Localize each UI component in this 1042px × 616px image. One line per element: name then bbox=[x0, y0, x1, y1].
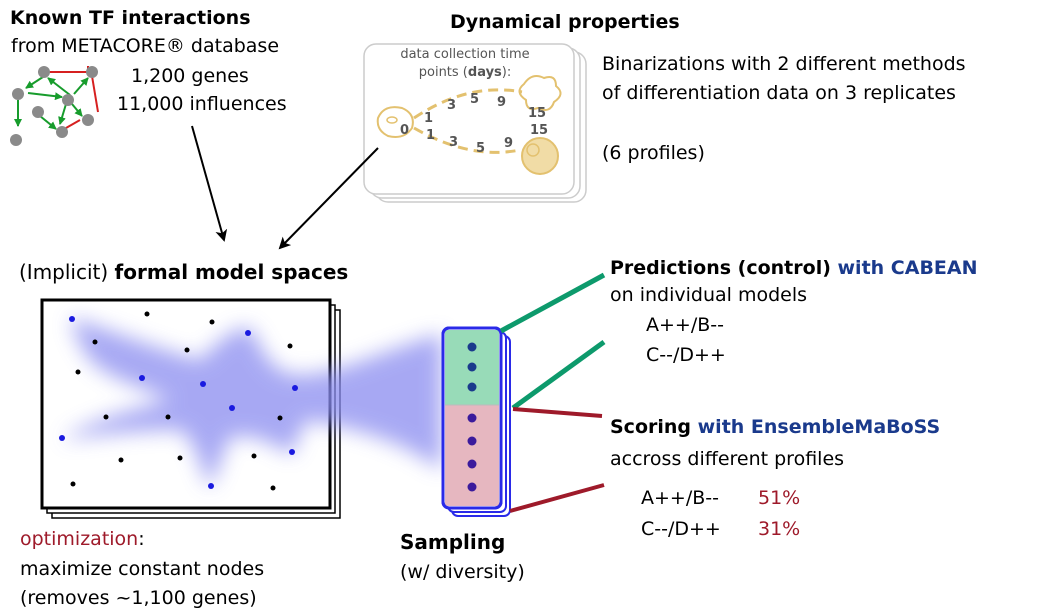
fat-cell-icon bbox=[521, 137, 559, 175]
optimization-line3: (removes ~1,100 genes) bbox=[20, 587, 257, 609]
tf-genes: 1,200 genes bbox=[131, 65, 249, 87]
scoring-connector-bottom bbox=[509, 483, 605, 513]
bottom-timepoint-5: 15 bbox=[530, 123, 548, 138]
tf-source: from METACORE® database bbox=[11, 35, 280, 57]
dyn-line1: Binarizations with 2 different methods bbox=[602, 53, 966, 75]
scoring-connector-top bbox=[512, 407, 603, 418]
sampling-column bbox=[441, 326, 511, 517]
model-space-blob bbox=[62, 318, 442, 488]
prediction-connector-top bbox=[499, 272, 606, 334]
start-cell-icon bbox=[376, 106, 414, 138]
top-timepoint-1: 1 bbox=[424, 111, 433, 126]
gene-network-icon bbox=[10, 66, 99, 146]
scoring-title: Scoring with EnsembleMaBoSS bbox=[610, 416, 941, 438]
optimization-line2: maximize constant nodes bbox=[20, 558, 265, 580]
differentiated-cell-icon bbox=[518, 75, 562, 111]
bottom-timepoint-4: 9 bbox=[504, 136, 513, 151]
prediction-item-2: C--/D++ bbox=[646, 344, 726, 366]
top-timepoint-4: 9 bbox=[497, 95, 506, 110]
scoring-item-1-label: A++/B-- bbox=[641, 487, 719, 509]
prediction-sub: on individual models bbox=[610, 284, 808, 306]
scoring-sub: accross different profiles bbox=[610, 448, 845, 470]
prediction-connector-bottom bbox=[511, 339, 606, 411]
scoring-item-2-label: C--/D++ bbox=[641, 518, 721, 540]
tf-influences: 11,000 influences bbox=[117, 93, 287, 115]
space-title: (Implicit) formal model spaces bbox=[19, 260, 349, 284]
bottom-timepoint-1: 1 bbox=[426, 128, 435, 143]
time-course-card: data collection time points (days): 0 13… bbox=[363, 43, 587, 203]
bottom-timepoint-3: 5 bbox=[476, 141, 485, 156]
top-timepoint-2: 3 bbox=[447, 98, 456, 113]
dyn-profiles: (6 profiles) bbox=[602, 142, 705, 164]
model-dots bbox=[59, 311, 298, 491]
scoring-item-2-value: 31% bbox=[758, 518, 801, 540]
sampling-title: Sampling bbox=[400, 530, 506, 554]
sampling-sub: (w/ diversity) bbox=[400, 561, 525, 583]
card-caption-line2: points (days): bbox=[419, 65, 511, 80]
optimization-label: optimization: bbox=[20, 528, 145, 550]
top-timepoint-3: 5 bbox=[470, 92, 479, 107]
prediction-item-1: A++/B-- bbox=[646, 314, 724, 336]
card-caption-line1: data collection time bbox=[400, 47, 529, 62]
dyn-line2: of differentiation data on 3 replicates bbox=[602, 82, 956, 104]
scoring-item-1-value: 51% bbox=[758, 487, 801, 509]
top-timepoint-5: 15 bbox=[528, 106, 546, 121]
bottom-timepoint-2: 3 bbox=[449, 135, 458, 150]
tf-title: Known TF interactions bbox=[10, 7, 251, 29]
dyn-title: Dynamical properties bbox=[450, 11, 680, 33]
start-timepoint: 0 bbox=[400, 123, 409, 138]
prediction-title: Predictions (control) with CABEAN bbox=[610, 257, 978, 279]
